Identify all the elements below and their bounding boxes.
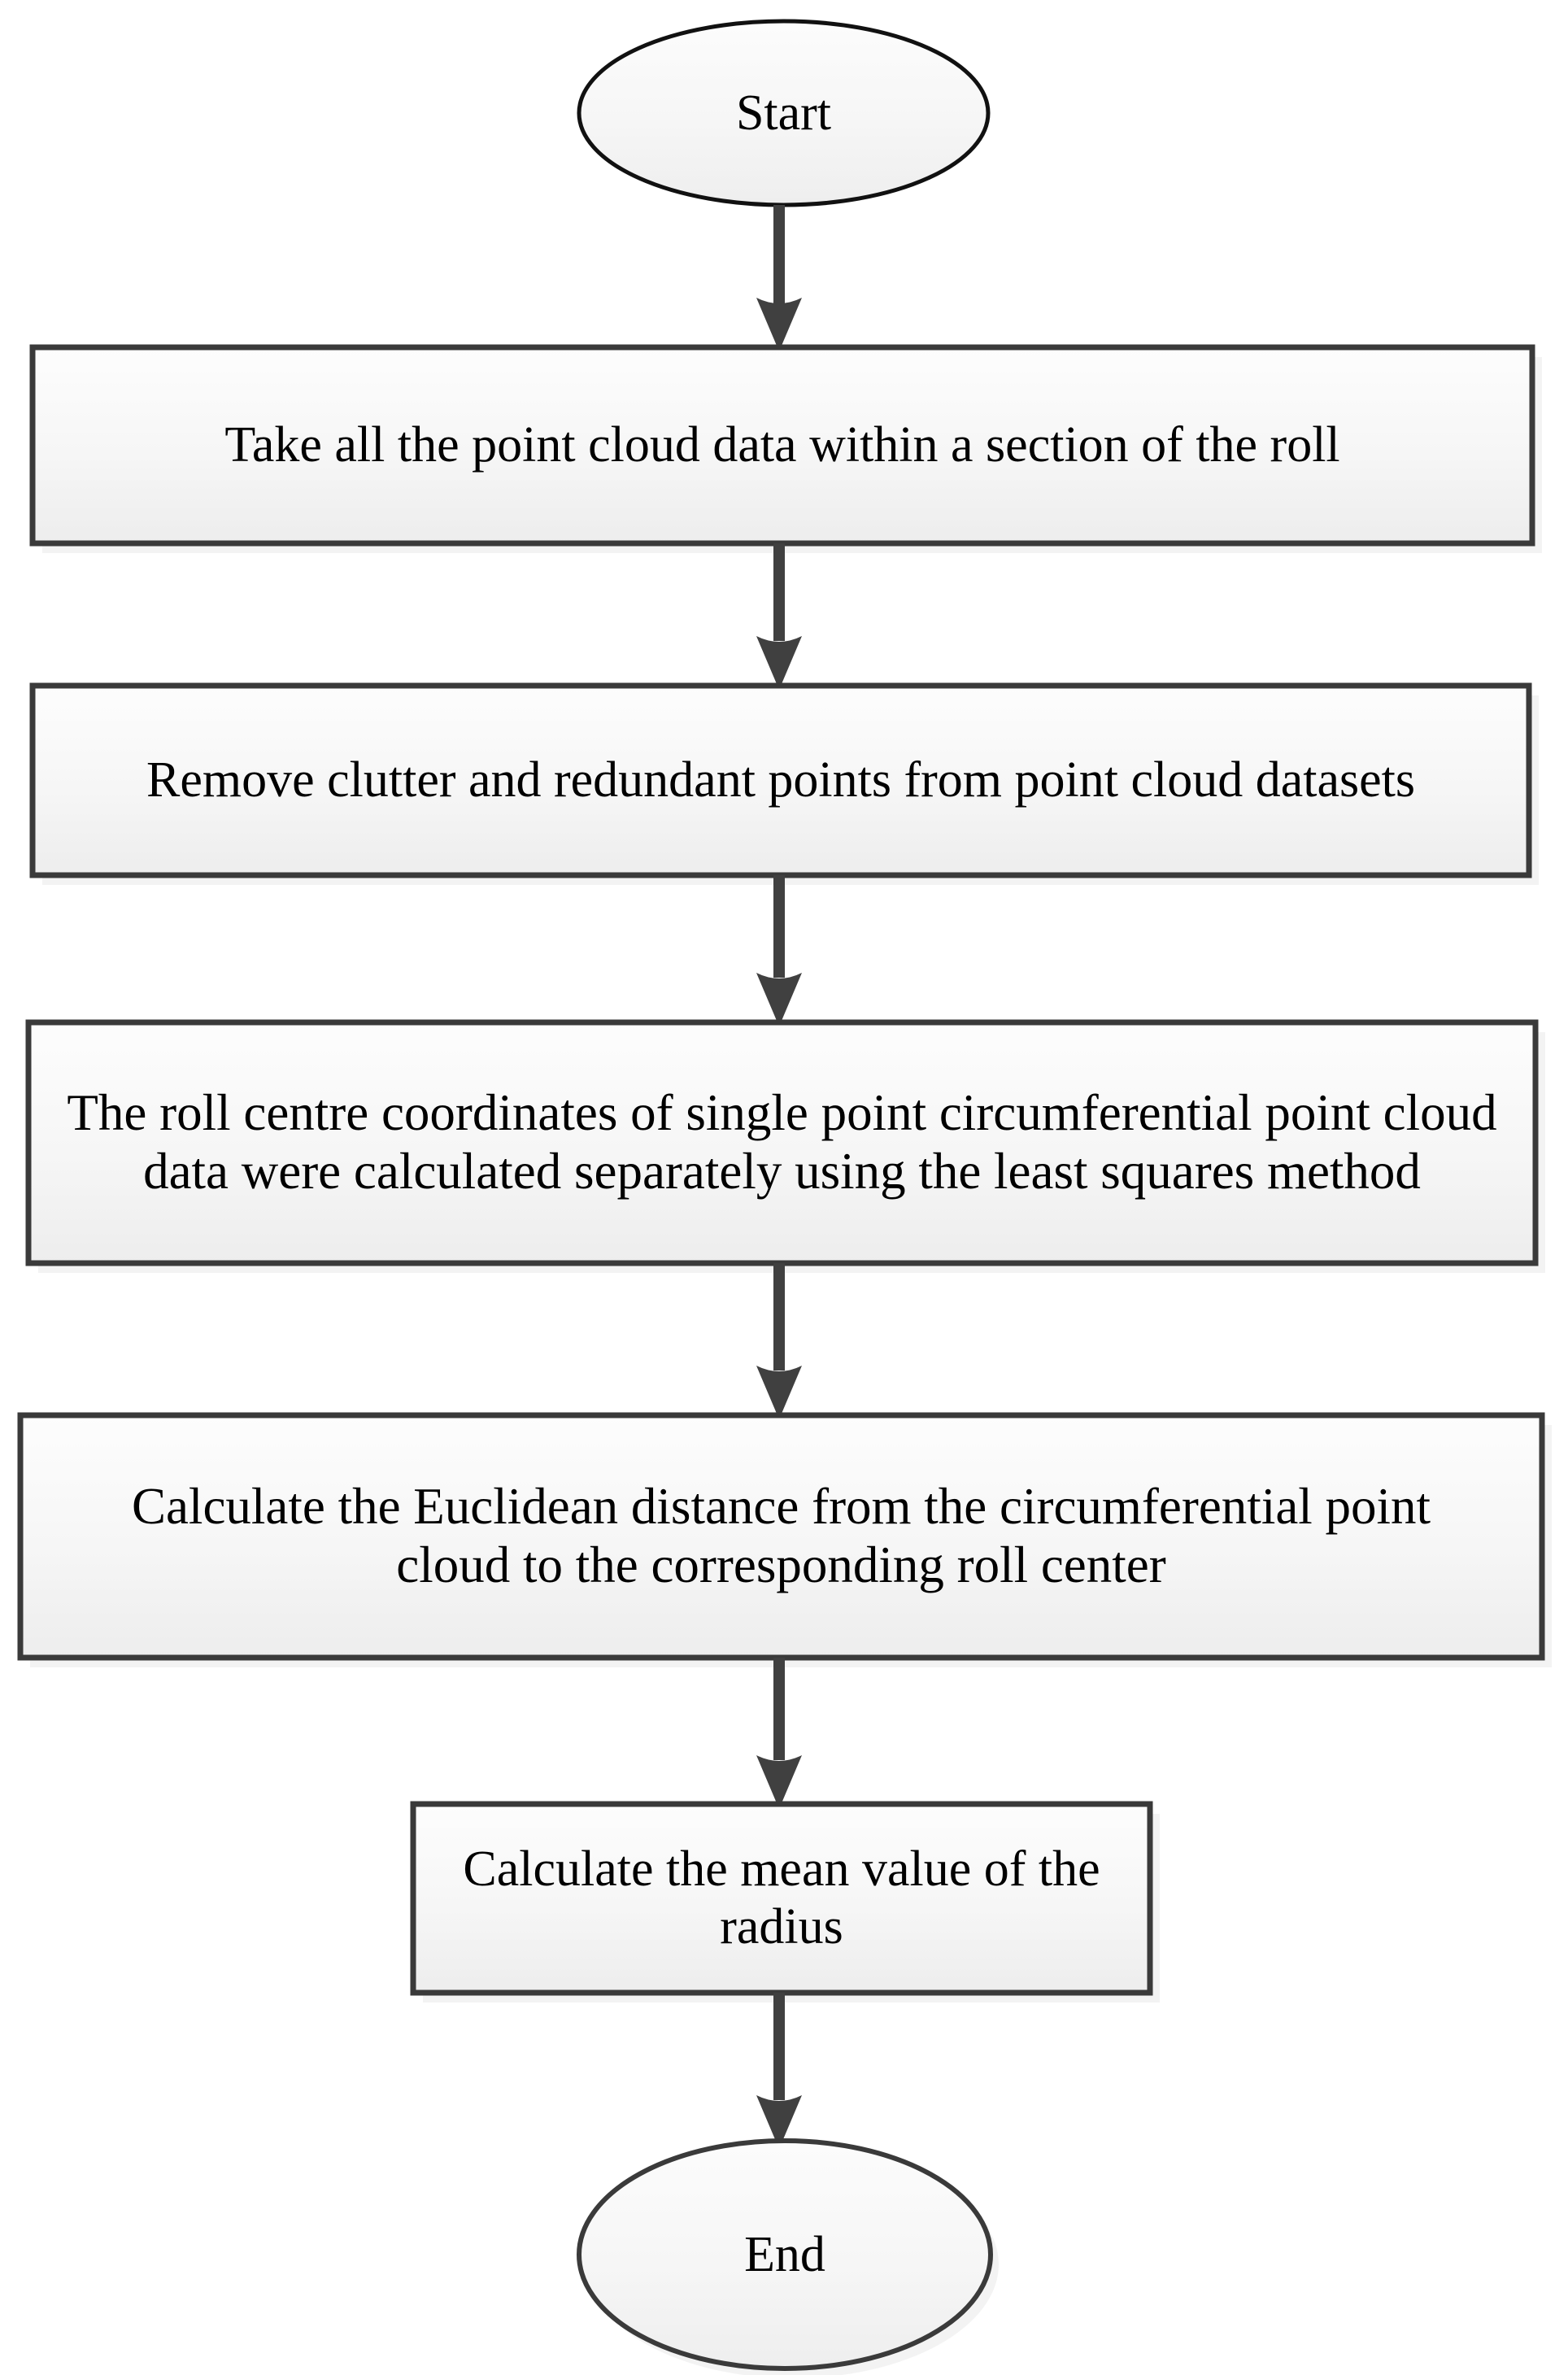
edge-start-step1 [756,205,802,351]
edge-step5-end [756,1993,802,2149]
edge-step4-step5 [756,1658,802,1809]
node-step1[interactable] [29,344,1535,547]
node-step3[interactable] [25,1019,1539,1266]
edge-step2-step3 [756,875,802,1026]
edge-step3-step4 [756,1263,802,1419]
node-step2[interactable] [29,682,1532,878]
node-start[interactable] [577,19,991,207]
node-step5[interactable] [410,1801,1153,1996]
node-step4[interactable] [17,1412,1545,1661]
edge-step1-step2 [756,543,802,690]
node-end[interactable] [577,2138,993,2371]
